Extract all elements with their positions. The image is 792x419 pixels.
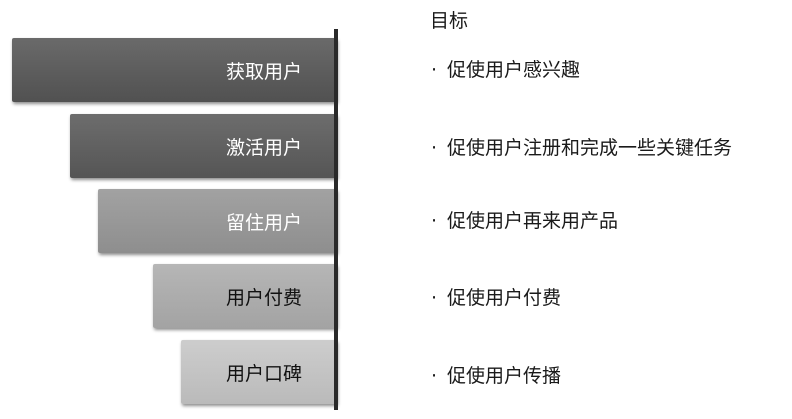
goal-text: 促使用户传播 (447, 365, 562, 387)
bullet-icon: · (431, 59, 438, 81)
stage-bar-revenue: 用户付费 (153, 264, 337, 328)
bullet-icon: · (431, 137, 438, 159)
goals-heading: 目标 (430, 10, 469, 32)
stage-label: 获取用户 (225, 60, 302, 83)
bullet-icon: · (431, 365, 438, 387)
bullet-icon: · (431, 287, 438, 309)
stage-bar-acquisition: 获取用户 (12, 38, 337, 102)
stage-bar-referral: 用户口碑 (181, 340, 337, 404)
stage-label: 留住用户 (225, 211, 302, 234)
goal-text: 促使用户注册和完成一些关键任务 (447, 137, 733, 159)
goal-item: · 促使用户再来用产品 (431, 209, 618, 233)
stage-bar-activation: 激活用户 (70, 114, 337, 178)
goal-text: 促使用户再来用产品 (447, 210, 619, 232)
goal-item: · 促使用户注册和完成一些关键任务 (431, 136, 732, 160)
stage-bar-retention: 留住用户 (98, 189, 337, 253)
goal-text: 促使用户付费 (447, 287, 562, 309)
stage-label: 用户付费 (225, 286, 302, 309)
bullet-icon: · (431, 210, 438, 232)
goal-text: 促使用户感兴趣 (447, 59, 581, 81)
stage-label: 用户口碑 (225, 362, 302, 385)
goal-item: · 促使用户付费 (431, 286, 561, 310)
goal-item: · 促使用户感兴趣 (431, 58, 580, 82)
stage-label: 激活用户 (225, 136, 302, 159)
goal-item: · 促使用户传播 (431, 364, 561, 388)
divider-axis-line (334, 29, 338, 410)
